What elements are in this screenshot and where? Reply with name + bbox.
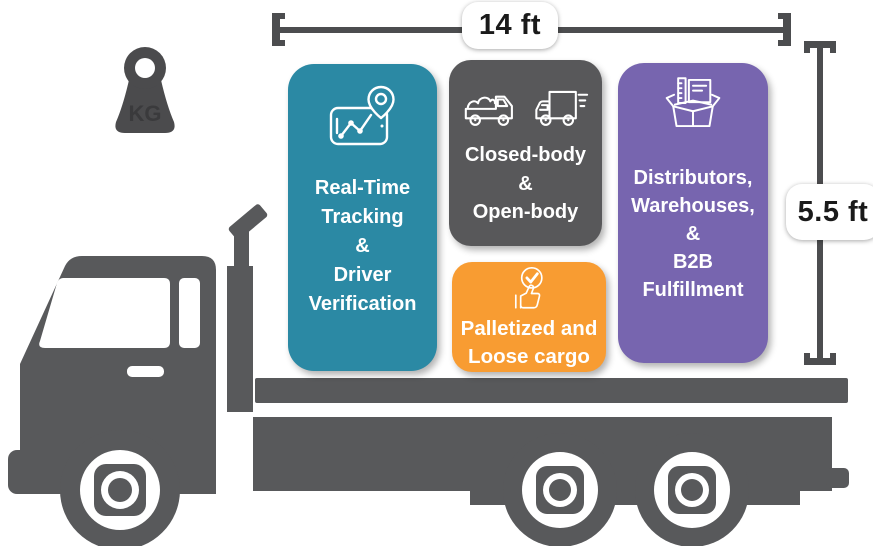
width-measure-end-right (783, 13, 791, 46)
card-text-line: Closed-body (464, 144, 587, 166)
truck-exhaust-neck (234, 228, 249, 276)
truck-cab-windows (39, 278, 200, 377)
width-measure-serif (778, 40, 783, 46)
truck-rear-wheel-1 (503, 433, 617, 546)
width-measure-serif (280, 13, 285, 19)
truck-front-wheel (60, 430, 180, 546)
card-text-line: Driver (333, 264, 392, 286)
truck-door-handle (127, 366, 164, 377)
card-text-line: & (685, 223, 701, 245)
height-measure-serif (830, 48, 836, 53)
map-route-pin-icon (329, 85, 395, 146)
card-text-line: Verification (308, 293, 417, 315)
card-text-line: Fulfillment (642, 279, 744, 301)
height-measure-serif (804, 353, 810, 358)
height-measure-serif (830, 353, 836, 358)
card-text-line: Tracking (321, 206, 404, 228)
height-dimension-label: 5.5 ft (786, 184, 873, 240)
card-text-line: B2B (672, 251, 713, 273)
truck-exhaust-pipe (227, 266, 253, 412)
card-text-line: Open-body (472, 201, 579, 223)
card-text-line: Warehouses, (631, 195, 755, 217)
card-real-time-tracking: Real-Time Tracking & Driver Verification (288, 64, 437, 371)
open-box-goods-icon (665, 77, 721, 128)
card-text-line: & (518, 172, 533, 195)
card-text-line: & (355, 235, 370, 257)
truck-tow-hitch (826, 468, 849, 488)
card-b2b-fulfillment: Distributors, Warehouses, & B2B Fulfillm… (618, 63, 768, 363)
width-dimension-label: 14 ft (462, 2, 558, 49)
height-measure-serif (804, 48, 810, 53)
open-and-closed-truck-icon (464, 90, 588, 126)
card-cargo-types: Palletized and Loose cargo (452, 262, 606, 372)
kg-weight-label: KG (129, 101, 162, 126)
height-measure-end-top (804, 41, 836, 48)
card-text-line: Palletized and (460, 317, 598, 340)
card-text-line: Real-Time (314, 177, 411, 199)
height-measure-end-bottom (804, 358, 836, 365)
truck-rear-wheel-2 (635, 433, 749, 546)
width-measure-serif (778, 13, 783, 19)
card-text-line: Distributors, (633, 167, 753, 189)
thumbs-up-check-icon (514, 266, 543, 309)
width-measure-serif (280, 40, 285, 46)
card-body-types: Closed-body & Open-body (449, 60, 602, 246)
width-measure-end-left (272, 13, 280, 46)
card-text-line: Loose cargo (468, 345, 590, 368)
truck-flatbed-deck (255, 378, 848, 403)
kg-weight-icon: KG (115, 47, 175, 133)
truck-exhaust-tip (228, 204, 268, 240)
